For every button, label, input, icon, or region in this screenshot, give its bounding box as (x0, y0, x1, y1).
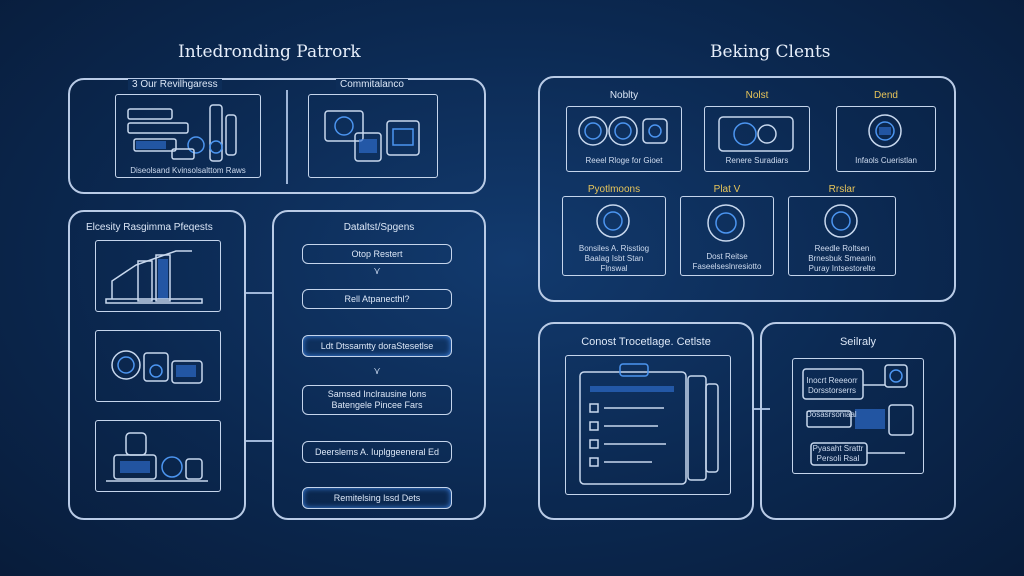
client-caption: Bonsiles A. Risstiog Baalag Isbt Stan Fl… (578, 244, 650, 273)
panel-divider (286, 90, 288, 184)
flow-step[interactable]: Ldt Dtssamtty doraStesetlse (302, 335, 452, 357)
right-title: Beking Clents (710, 42, 831, 62)
device-cluster-icon (111, 350, 203, 384)
security-note: Dorsstorserrs (807, 386, 856, 395)
client-cell[interactable] (836, 106, 936, 172)
client-caption: Dost Reitse Faseelseslnresiotto (692, 252, 762, 271)
clients-panel (538, 76, 956, 302)
devices-box (95, 330, 221, 402)
connector (246, 440, 272, 442)
client-cell[interactable] (680, 196, 774, 276)
building-box (95, 240, 221, 312)
client-label: Rrslar (828, 184, 856, 195)
monitor-devices-icon (324, 110, 420, 162)
client-label: Plat V (713, 184, 741, 195)
clipboard-checklist-icon (579, 363, 719, 485)
security-note: Persoli Rsal (816, 454, 860, 463)
client-devices-icon (578, 116, 668, 146)
storage-box (95, 420, 221, 492)
client-cell[interactable] (566, 106, 682, 172)
client-label: Nolst (745, 90, 769, 101)
flow-step[interactable]: Samsed Inclrausine Ions Batengele Pincee… (302, 385, 452, 415)
network-caption: Diseolsand Kvinsolsalttom Raws (130, 166, 246, 175)
checklist-box (565, 355, 731, 495)
client-device-icon (718, 116, 794, 152)
top-right-label: Commitalanco (336, 79, 408, 90)
flow-label: Dataltst/Spgens (343, 222, 415, 233)
client-cell[interactable] (704, 106, 810, 172)
flow-panel (272, 210, 486, 520)
security-panel-icon (802, 364, 914, 466)
security-note: Inocrt Reeeorr (806, 376, 858, 385)
client-badge-icon (868, 114, 902, 148)
left-title: Intedronding Patrork (178, 42, 361, 62)
flow-arrow: ⋎ (373, 366, 381, 377)
bottom-right-panel (760, 322, 956, 520)
client-label: Pyotlmoons (587, 184, 641, 195)
flow-step[interactable]: Otop Restert (302, 244, 452, 264)
client-caption: Reedle Roltsen Brnesbuk Smeanin Puray In… (808, 244, 876, 273)
security-box (792, 358, 924, 474)
client-ring-icon (824, 204, 858, 238)
client-cell[interactable] (788, 196, 896, 276)
bottom-right-label: Seilraly (839, 336, 877, 348)
top-left-panel (68, 78, 486, 194)
flow-step[interactable]: Remitelsing lssd Dets (302, 487, 452, 509)
client-label: Dend (874, 90, 898, 101)
top-left-label: 3 Our Revilhgaress (128, 79, 222, 90)
client-caption: Renere Suradiars (725, 156, 789, 165)
connector (246, 292, 272, 294)
flow-step[interactable]: Deerslems A. Iuplggeeneral Ed (302, 441, 452, 463)
client-ring-icon (707, 204, 745, 242)
flow-step[interactable]: Rell Atpanecthl? (302, 289, 452, 309)
client-cell[interactable] (562, 196, 666, 276)
compliance-box (308, 94, 438, 178)
bottom-left-panel (538, 322, 754, 520)
client-caption: Reeel Rloge for Gioet (585, 156, 663, 165)
building-icon (105, 250, 203, 304)
client-ring-icon (596, 204, 630, 238)
security-note: Pyasaht Srattr (812, 444, 864, 453)
storage-icon (106, 432, 208, 482)
bottom-left-label: Conost Trocetlage. Cetlste (581, 336, 711, 348)
client-label: Noblty (609, 90, 639, 101)
connector (754, 408, 770, 410)
network-box (115, 94, 261, 178)
mid-left-label: Elcesity Rasgimma Pfeqests (86, 222, 213, 233)
client-caption: Infaols Cueristlan (855, 156, 917, 165)
mid-left-panel (68, 210, 246, 520)
security-note: Dosasrsoniaal (806, 410, 857, 419)
server-rack-icon (127, 104, 237, 162)
flow-arrow: ⋎ (373, 266, 381, 277)
